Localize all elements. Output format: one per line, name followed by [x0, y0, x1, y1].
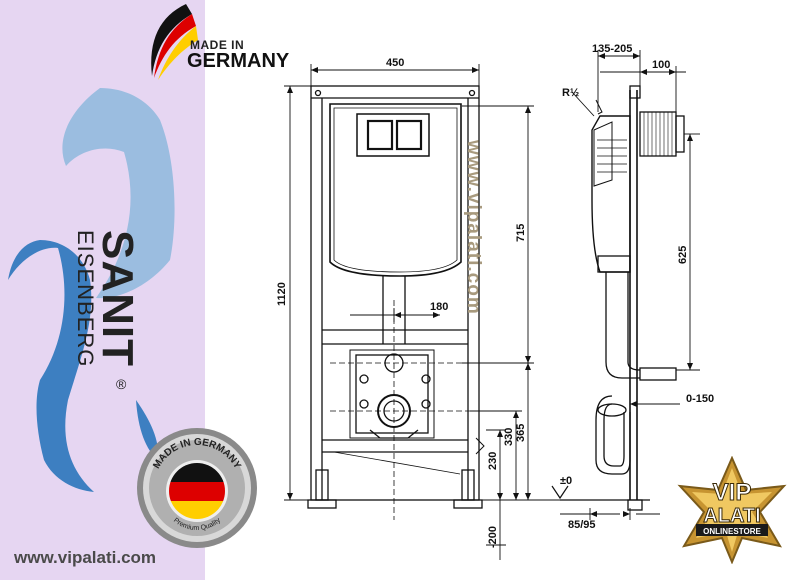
sanit-logo-icon [8, 88, 175, 492]
badge-line1: VIP [713, 479, 752, 506]
dim-level-0: ±0 [560, 475, 572, 487]
brand-name: SANIT [93, 230, 142, 367]
made-in-germany-seal-icon: MADE IN GERMANY Premium Quality [137, 428, 257, 548]
badge-line3: ONLINESTORE [703, 527, 761, 536]
dim-range-0-150: 0-150 [686, 393, 714, 405]
germany-label: GERMANY [187, 50, 290, 72]
dim-height-625: 625 [677, 246, 689, 264]
flush-button-left [366, 119, 394, 151]
badge-line2: ALATI [703, 505, 760, 527]
dim-height-230: 230 [487, 452, 499, 470]
level-marker-icon [551, 485, 569, 500]
flush-button-right [395, 119, 423, 151]
dim-height-715: 715 [515, 224, 527, 242]
dim-height-365: 365 [515, 424, 527, 442]
watermark-text: www.vipalati.com [463, 140, 484, 315]
german-flag-swoosh-icon [151, 4, 198, 80]
dim-offset-180: 180 [430, 301, 448, 313]
dim-range-135-205: 135-205 [592, 43, 632, 55]
dim-thread-r: R½ [562, 87, 579, 99]
brand-subname: EISENBERG [73, 230, 98, 368]
dim-height-330: 330 [503, 428, 515, 446]
dim-depth-200: -200 [487, 526, 499, 548]
cistern-outline [329, 103, 462, 277]
dim-width-450: 450 [386, 57, 404, 69]
made-in-label: MADE IN [190, 38, 245, 52]
dim-range-85-95: 85/95 [568, 519, 596, 531]
website-link[interactable]: www.vipalati.com [14, 548, 157, 567]
vip-alati-badge-icon: VIP ALATI ONLINESTORE [677, 456, 787, 564]
registered-mark: ® [116, 376, 127, 392]
technical-drawing: 450 1120 715 180 330 365 230 -200 135-20… [276, 43, 714, 560]
dim-depth-100: 100 [652, 59, 670, 71]
dim-height-1120: 1120 [276, 282, 288, 306]
flush-plate [356, 113, 430, 157]
